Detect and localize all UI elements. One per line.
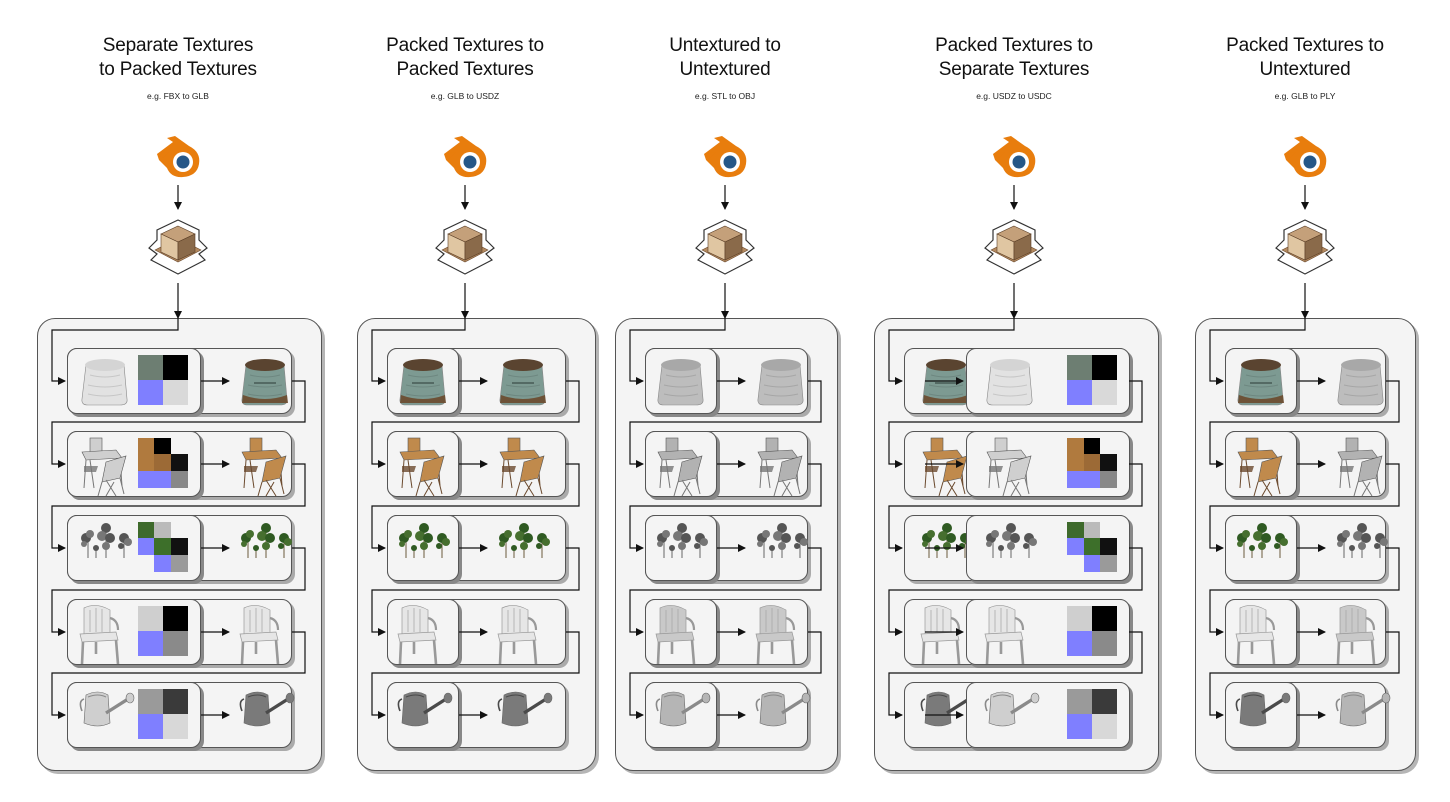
column-title: Packed Textures to Packed Textures	[315, 34, 615, 82]
column-title: Untextured to Untextured	[575, 34, 875, 82]
column-packed-to-packed: Packed Textures to Packed Textures e.g. …	[315, 0, 615, 802]
package-box-icon	[147, 218, 209, 276]
title-line-2: Packed Textures	[396, 59, 534, 80]
title-line-2: Separate Textures	[938, 59, 1090, 80]
blender-logo-icon	[153, 132, 203, 180]
blender-logo-icon	[440, 132, 490, 180]
column-separate-to-packed: Separate Textures to Packed Textures e.g…	[28, 0, 328, 802]
column-title: Separate Textures to Packed Textures	[28, 34, 328, 82]
title-line-2: Untextured	[1259, 59, 1351, 80]
example-formats: e.g. GLB to PLY	[1274, 91, 1336, 101]
title-line-1: Untextured to	[669, 35, 781, 56]
title-line-1: Packed Textures to	[935, 35, 1093, 56]
blender-logo-icon	[989, 132, 1039, 180]
package-box-icon	[1274, 218, 1336, 276]
title-line-1: Packed Textures to	[1226, 35, 1384, 56]
column-packed-to-untextured: Packed Textures to Untextured e.g. GLB t…	[1155, 0, 1450, 802]
example-formats: e.g. GLB to USDZ	[430, 91, 500, 101]
package-box-icon	[983, 218, 1045, 276]
blender-logo-icon	[700, 132, 750, 180]
title-line-1: Separate Textures	[102, 35, 254, 56]
title-line-2: Untextured	[679, 59, 771, 80]
example-formats: e.g. FBX to GLB	[147, 91, 209, 101]
column-title: Packed Textures to Untextured	[1155, 34, 1450, 82]
example-formats: e.g. STL to OBJ	[694, 91, 756, 101]
column-packed-to-separate: Packed Textures to Separate Textures e.g…	[864, 0, 1164, 802]
package-box-icon	[434, 218, 496, 276]
title-line-2: to Packed Textures	[99, 59, 257, 80]
title-line-1: Packed Textures to	[386, 35, 544, 56]
blender-logo-icon	[1280, 132, 1330, 180]
example-formats: e.g. USDZ to USDC	[976, 91, 1052, 101]
column-untextured-to-untextured: Untextured to Untextured e.g. STL to OBJ	[575, 0, 875, 802]
column-title: Packed Textures to Separate Textures	[864, 34, 1164, 82]
package-box-icon	[694, 218, 756, 276]
